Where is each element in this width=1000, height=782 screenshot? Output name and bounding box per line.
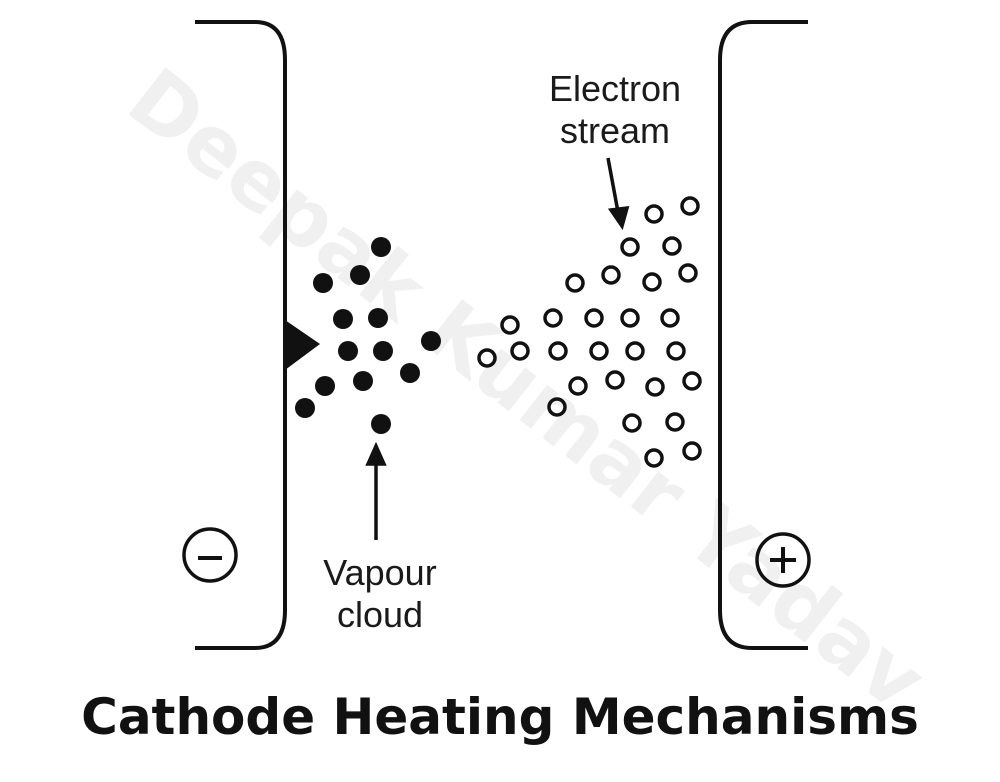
electron-particle	[662, 310, 678, 326]
vapour-particle	[368, 308, 388, 328]
electron-particle	[622, 310, 638, 326]
vapour-particle	[373, 341, 393, 361]
electron-particle	[570, 378, 586, 394]
electron-label-line1: Electron	[500, 68, 730, 110]
electron-particle	[664, 238, 680, 254]
electron-particle	[607, 372, 623, 388]
cathode-polarity	[184, 529, 236, 581]
electron-particle	[479, 350, 495, 366]
electron-particle	[667, 414, 683, 430]
electron-arrow	[608, 158, 627, 226]
electron-particle	[622, 239, 638, 255]
electron-particle	[567, 275, 583, 291]
electron-particle	[684, 373, 700, 389]
electron-particle	[550, 343, 566, 359]
cathode-electrode	[195, 22, 285, 648]
electron-particle	[545, 310, 561, 326]
vapour-particle	[315, 376, 335, 396]
vapour-particle	[295, 398, 315, 418]
electron-particle	[549, 399, 565, 415]
minus-circle-icon	[184, 529, 236, 581]
electron-particle	[627, 343, 643, 359]
vapour-cloud-label: Vapour cloud	[290, 552, 470, 636]
electron-particle	[668, 343, 684, 359]
vapour-particle	[333, 309, 353, 329]
vapour-particle	[313, 273, 333, 293]
anode-electrode	[720, 22, 808, 648]
electron-particle	[512, 343, 528, 359]
electron-particle	[603, 267, 619, 283]
vapour-arrow	[368, 446, 384, 540]
electron-particle	[647, 379, 663, 395]
electron-particle	[680, 265, 696, 281]
vapour-label-line1: Vapour	[290, 552, 470, 594]
electron-particle	[682, 198, 698, 214]
electron-particle	[591, 343, 607, 359]
electron-stream-particles	[479, 198, 700, 466]
vapour-label-line2: cloud	[290, 594, 470, 636]
anode-polarity	[757, 534, 809, 586]
vapour-particle	[350, 265, 370, 285]
page-title: Cathode Heating Mechanisms	[0, 682, 1000, 752]
vapour-cloud-particles	[295, 237, 441, 434]
electron-particle	[502, 317, 518, 333]
electron-particle	[644, 274, 660, 290]
vapour-particle	[338, 341, 358, 361]
vapour-particle	[371, 237, 391, 257]
electron-label-line2: stream	[500, 110, 730, 152]
electron-particle	[684, 443, 700, 459]
cathode-spot	[285, 320, 320, 370]
vapour-particle	[353, 371, 373, 391]
vapour-particle	[371, 414, 391, 434]
electron-particle	[624, 415, 640, 431]
electron-particle	[586, 310, 602, 326]
electron-particle	[646, 206, 662, 222]
electron-stream-label: Electron stream	[500, 68, 730, 152]
electron-particle	[646, 450, 662, 466]
vapour-particle	[400, 363, 420, 383]
vapour-particle	[421, 331, 441, 351]
